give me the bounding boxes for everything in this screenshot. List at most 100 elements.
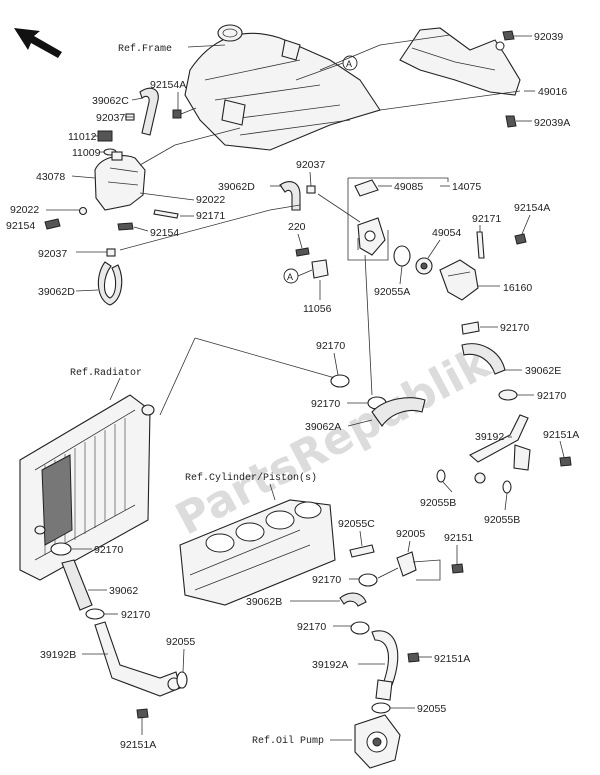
oring-92055b-a [436,469,446,483]
label-92005: 92005 [396,528,425,540]
label-92037-c: 92037 [296,159,325,171]
clamp-92170-b [498,389,518,401]
marker-a-top: A [342,55,358,71]
pipe-39192 [469,414,531,484]
label-39062a: 39062A [305,421,341,433]
label-14075: 14075 [452,181,481,193]
label-39062c: 39062C [92,95,129,107]
clamp-92171-right [476,231,485,259]
svg-text:A: A [346,59,352,69]
label-92154-b: 92154 [150,227,179,239]
label-92039a: 92039A [534,117,570,129]
label-92055b-a: 92055B [420,497,456,509]
nut-92039a [505,115,517,128]
label-49085: 49085 [394,181,423,193]
thermostat-cover-16160 [439,259,479,301]
ref-oil-pump-label: Ref.Oil Pump [252,735,324,747]
clamp-92170-f [50,542,72,556]
label-11056: 11056 [303,303,332,315]
label-39192a: 39192A [312,659,348,671]
label-92154-a: 92154 [6,220,35,232]
reservoir-tank-43078 [94,151,146,211]
oring-92055a [393,245,411,267]
label-92170-h: 92170 [297,621,326,633]
bolt-92151a-left [136,708,149,719]
clamp-92170-c [330,374,350,388]
clip-92037-upper [306,185,316,194]
label-11012: 11012 [68,131,97,143]
clamp-92170-g [85,608,105,620]
label-220: 220 [288,221,306,233]
oring-92055c [349,544,375,558]
bolt-92151a-right [559,456,572,467]
svg-text:A: A [287,272,293,282]
label-92022-b: 92022 [196,194,225,206]
washer-92022 [78,206,88,216]
bolt-92151 [451,563,464,574]
label-49054: 49054 [432,227,461,239]
label-92039: 92039 [534,31,563,43]
bolt-92154a [172,107,197,119]
cylinder-block-part [179,499,336,606]
label-49016: 49016 [538,86,567,98]
label-92055-b: 92055 [417,703,446,715]
bolt-92154-left [44,218,61,230]
hose-39062d-upper [279,181,301,211]
label-92171-b: 92171 [472,213,501,225]
label-43078: 43078 [36,171,65,183]
hose-39062e [461,343,506,375]
clamp-92170-e [358,573,378,587]
radiator-part [19,394,155,581]
label-92037-b: 92037 [38,248,67,260]
label-92170-d: 92170 [311,398,340,410]
frame-part [184,24,381,151]
label-16160: 16160 [503,282,532,294]
cap-49085 [354,179,379,197]
bolt-220 [295,247,310,257]
label-39062e: 39062E [525,365,561,377]
bracket-11056 [311,259,329,279]
label-39192b: 39192B [40,649,76,661]
ref-cylinder-label: Ref.Cylinder/Piston(s) [185,472,317,484]
fitting-92005 [396,551,417,577]
clamp-92170-h [350,621,370,635]
label-92055b-b: 92055B [484,514,520,526]
clip-92037-lower [106,248,116,257]
label-39062b: 39062B [246,596,282,608]
label-92154a-top: 92154A [150,79,186,91]
watermark: PartsRepublik [168,337,500,546]
label-39062d-a: 39062D [38,286,75,298]
label-92154a-r: 92154A [514,202,550,214]
hose-39062c [139,87,159,136]
label-39192: 39192 [475,431,504,443]
front-direction-arrow-icon [14,28,62,58]
label-92055a: 92055A [374,286,410,298]
label-11009: 11009 [72,147,101,159]
hose-39062 [61,559,93,611]
oring-92055-lower [371,702,391,714]
nut-92039 [502,30,515,41]
clamp-92171 [153,209,179,219]
label-92055-a: 92055 [166,636,195,648]
label-39062d-b: 39062D [218,181,255,193]
cap-11012 [97,130,113,142]
bolt-92154a-right [514,233,527,245]
label-92170-b: 92170 [537,390,566,402]
hose-39062b [339,592,367,607]
oring-92055-left [176,671,188,689]
label-92037-a: 92037 [96,112,125,124]
label-92170-f: 92170 [94,544,123,556]
pipe-39192b [94,621,181,697]
thermostat-housing-14075 [357,217,386,256]
label-39062: 39062 [109,585,138,597]
label-92151: 92151 [444,532,473,544]
ref-radiator-label: Ref.Radiator [70,367,142,379]
pipe-39192a [371,630,399,701]
label-92151a-a: 92151A [543,429,579,441]
label-92055c: 92055C [338,518,375,530]
label-92170-g: 92170 [121,609,150,621]
hose-39062d-lower [97,261,123,306]
ref-frame-label: Ref.Frame [118,43,172,55]
clamp-92170-a [461,321,480,335]
